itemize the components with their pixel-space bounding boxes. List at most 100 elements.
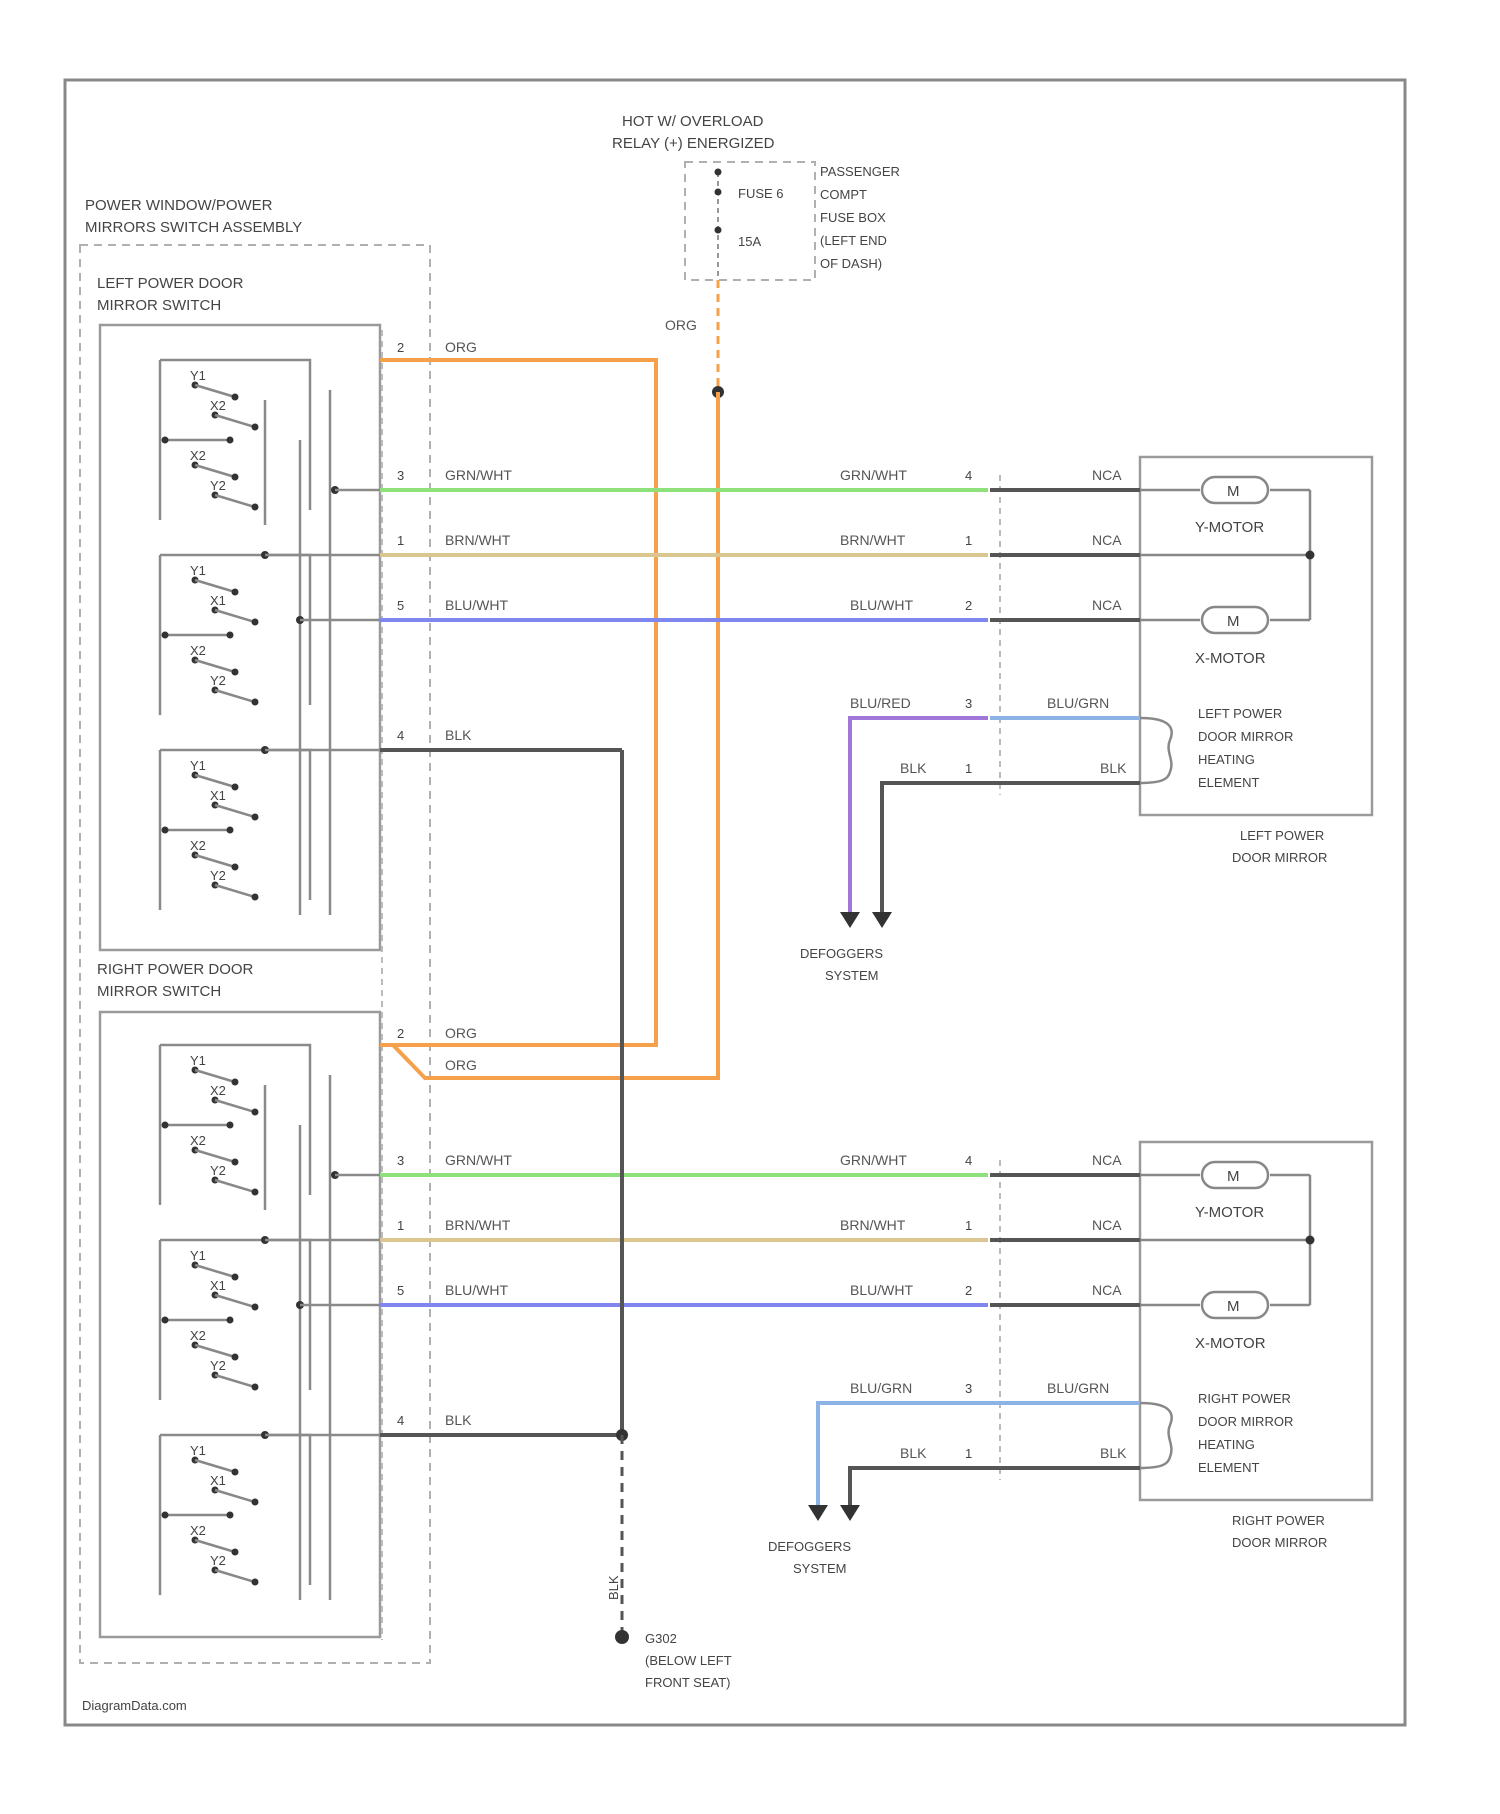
svg-text:DOOR MIRROR: DOOR MIRROR	[1198, 729, 1293, 744]
right-blu-wht-label-r: BLU/WHT	[850, 1282, 913, 1298]
switch-contact-label: Y2	[210, 478, 226, 493]
svg-text:1: 1	[965, 1218, 972, 1233]
switch-contact-label: Y1	[190, 1443, 206, 1458]
right-defogger-line1: DEFOGGERS	[768, 1539, 851, 1554]
switch-contact-arm	[215, 1100, 255, 1112]
switch-contact-dot	[252, 814, 259, 821]
svg-text:1: 1	[397, 533, 404, 548]
svg-text:4: 4	[397, 1413, 404, 1428]
svg-text:2: 2	[965, 598, 972, 613]
org-right-label-1: ORG	[445, 1025, 477, 1041]
fuse-box-line1: PASSENGER	[820, 164, 900, 179]
switch-contact-label: X1	[210, 788, 226, 803]
switch-contact-arm	[215, 885, 255, 897]
switch-assembly-outline	[80, 245, 430, 1663]
left-mirror-name-line1: LEFT POWER	[1240, 828, 1324, 843]
switch-contact-label: X2	[190, 448, 206, 463]
right-switch-contacts: Y1X2X2Y2Y1X1X2Y2Y1X1X2Y2	[160, 1045, 380, 1600]
switch-contact-dot	[252, 424, 259, 431]
left-switch-label-line2: MIRROR SWITCH	[97, 297, 221, 314]
left-heater-icon	[1140, 718, 1172, 783]
svg-text:NCA: NCA	[1092, 1217, 1122, 1233]
right-y-motor-label: Y-MOTOR	[1195, 1204, 1264, 1221]
switch-contact-dot	[232, 394, 239, 401]
switch-contact-dot	[232, 669, 239, 676]
svg-text:NCA: NCA	[1092, 597, 1122, 613]
switch-contact-label: X2	[190, 1523, 206, 1538]
switch-contact-arm	[195, 660, 235, 672]
svg-text:BLK: BLK	[900, 760, 927, 776]
fuse-box-line5: OF DASH)	[820, 256, 882, 271]
svg-text:3: 3	[965, 1381, 972, 1396]
left-defogger-line2: SYSTEM	[825, 968, 878, 983]
right-switch-box	[100, 1012, 380, 1637]
ground-location-line1: (BELOW LEFT	[645, 1653, 732, 1668]
left-mirror-wires	[380, 490, 988, 750]
svg-text:BLU/GRN: BLU/GRN	[1047, 1380, 1109, 1396]
switch-contact-arm	[215, 1180, 255, 1192]
right-switch-label-line2: MIRROR SWITCH	[97, 983, 221, 1000]
right-grn-wht-label: GRN/WHT	[445, 1152, 512, 1168]
switch-contact-dot	[232, 1549, 239, 1556]
switch-section-frame	[160, 555, 310, 705]
switch-contact-label: X1	[210, 1278, 226, 1293]
switch-contact-arm	[215, 1295, 255, 1307]
switch-contact-label: X2	[210, 1083, 226, 1098]
left-mirror-box	[1140, 457, 1372, 815]
svg-text:NCA: NCA	[1092, 532, 1122, 548]
org-left-label: ORG	[445, 339, 477, 355]
svg-text:M: M	[1227, 1168, 1240, 1185]
right-mirror-box	[1140, 1142, 1372, 1500]
switch-contact-label: X1	[210, 593, 226, 608]
switch-contact-dot	[252, 619, 259, 626]
svg-text:4: 4	[397, 728, 404, 743]
svg-text:1: 1	[397, 1218, 404, 1233]
switch-contact-dot	[232, 784, 239, 791]
switch-contact-label: X2	[190, 643, 206, 658]
switch-contact-label: Y2	[210, 868, 226, 883]
svg-text:1: 1	[965, 533, 972, 548]
svg-text:BLK: BLK	[900, 1445, 927, 1461]
right-mirror-name-line2: DOOR MIRROR	[1232, 1535, 1327, 1550]
left-y-motor-label: Y-MOTOR	[1195, 519, 1264, 536]
switch-contact-label: X2	[190, 1133, 206, 1148]
switch-contact-arm	[195, 1460, 235, 1472]
switch-contact-dot	[252, 504, 259, 511]
assembly-label-line1: POWER WINDOW/POWER	[85, 197, 273, 214]
fuse-box-line2: COMPT	[820, 187, 867, 202]
left-switch-box	[100, 325, 380, 950]
switch-section-frame	[160, 1240, 310, 1390]
svg-text:ELEMENT: ELEMENT	[1198, 775, 1259, 790]
right-blu-wht-label: BLU/WHT	[445, 1282, 508, 1298]
relay-label-line2: RELAY (+) ENERGIZED	[612, 135, 775, 152]
svg-text:2: 2	[397, 340, 404, 355]
switch-bridge-dot	[162, 632, 169, 639]
svg-text:2: 2	[397, 1026, 404, 1041]
right-heater-blu-grn	[818, 1403, 1140, 1505]
svg-text:HEATING: HEATING	[1198, 1437, 1255, 1452]
switch-contact-dot	[252, 699, 259, 706]
svg-text:NCA: NCA	[1092, 1152, 1122, 1168]
ground-location-line2: FRONT SEAT)	[645, 1675, 730, 1690]
right-mirror-internal	[1140, 1175, 1315, 1305]
right-defog-arrow-2	[840, 1505, 860, 1521]
switch-bridge-dot	[227, 1122, 234, 1129]
switch-contact-dot	[232, 864, 239, 871]
org-wire-main	[393, 392, 718, 1078]
left-defog-arrow-2	[872, 912, 892, 928]
switch-contact-label: Y2	[210, 1358, 226, 1373]
assembly-label-line2: MIRRORS SWITCH ASSEMBLY	[85, 219, 302, 236]
svg-text:HEATING: HEATING	[1198, 752, 1255, 767]
watermark: DiagramData.com	[82, 1698, 187, 1713]
left-switch-label-line1: LEFT POWER DOOR	[97, 275, 244, 292]
svg-text:BLU/RED: BLU/RED	[850, 695, 911, 711]
svg-text:ELEMENT: ELEMENT	[1198, 1460, 1259, 1475]
switch-contact-dot	[232, 1274, 239, 1281]
switch-section-frame	[160, 360, 310, 510]
switch-bridge-dot	[162, 1317, 169, 1324]
switch-section-frame	[160, 1045, 310, 1195]
left-defog-arrow-1	[840, 912, 860, 928]
switch-contact-arm	[195, 1540, 235, 1552]
